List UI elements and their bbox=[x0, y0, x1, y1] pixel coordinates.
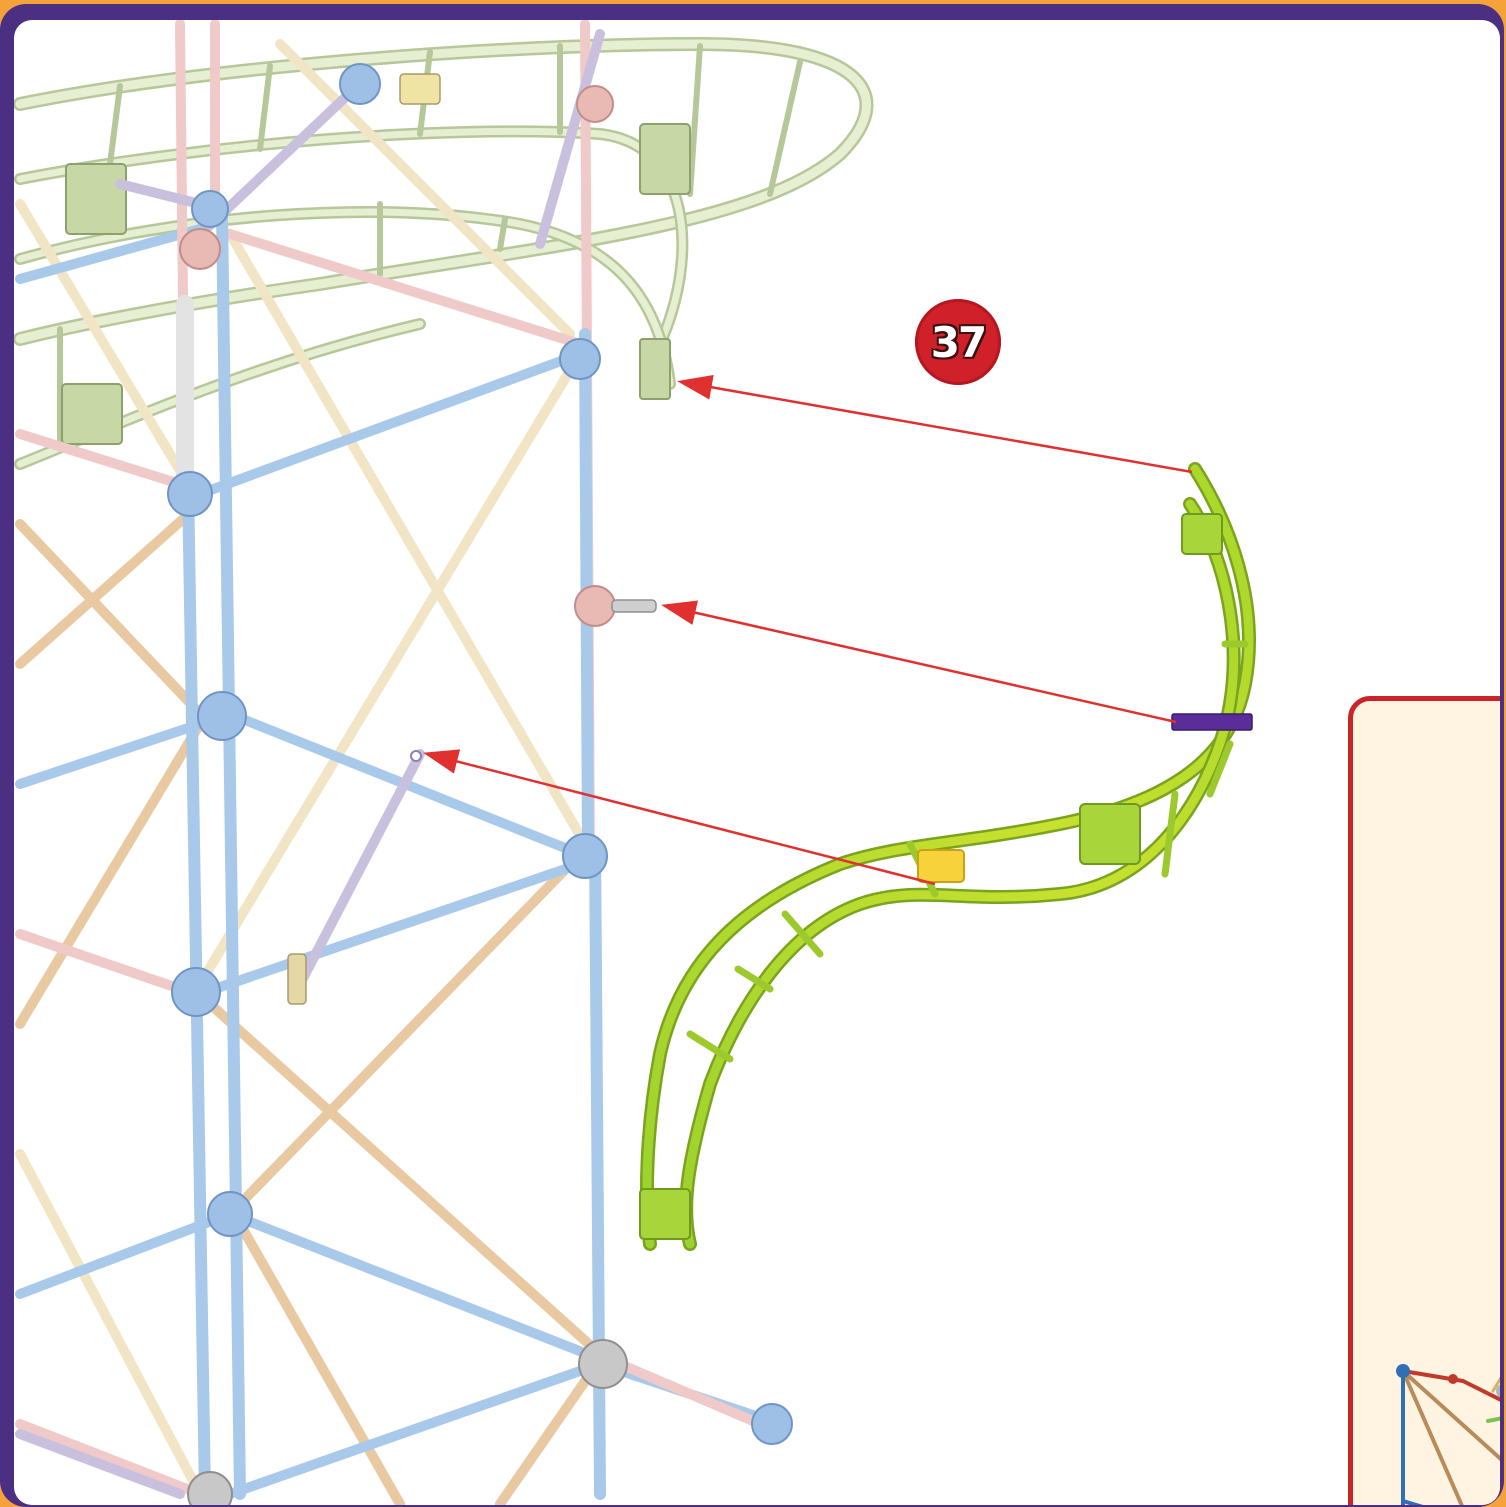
instruction-panel: 37 bbox=[14, 20, 1500, 1505]
tip-panel-thumbnail bbox=[1353, 701, 1500, 1505]
new-curved-track-piece bbox=[640, 469, 1252, 1244]
step-number: 37 bbox=[931, 318, 985, 367]
assembly-diagram bbox=[14, 20, 1500, 1505]
arrow-track-end-to-loop bbox=[682, 382, 1192, 472]
tower-frame bbox=[20, 24, 792, 1505]
page-frame: 37 bbox=[0, 4, 1504, 1507]
step-number-badge: 37 bbox=[915, 299, 1001, 385]
assembly-arrows bbox=[428, 382, 1192, 884]
tip-panel bbox=[1348, 696, 1500, 1505]
arrow-purple-rod-to-peg bbox=[666, 606, 1176, 722]
